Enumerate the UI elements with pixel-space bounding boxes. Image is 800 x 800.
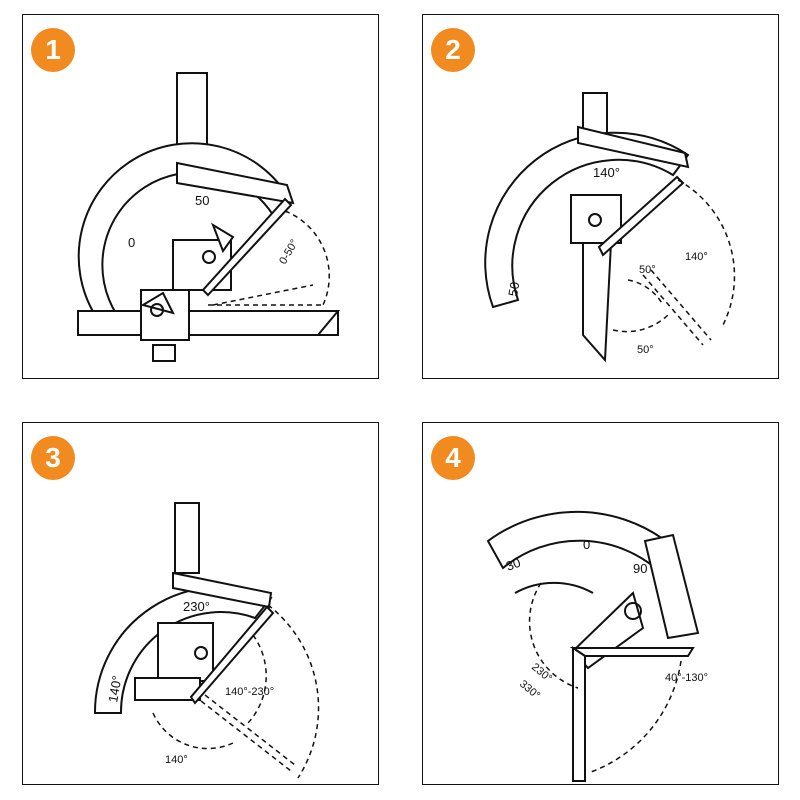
scale-label-140: 140° (593, 165, 620, 180)
scale-label-50: 50 (195, 193, 209, 208)
angle-range-label: 140°-230° (225, 686, 274, 698)
step-badge: 1 (31, 28, 75, 72)
protractor-230-330-diagram: 30 0 90 230° 330° 40°-130° (486, 510, 708, 782)
scale-label-230: 230° (183, 599, 210, 614)
scale-label-30: 30 (504, 555, 523, 574)
angle-label-50-inner: 50° (639, 264, 656, 276)
scale-label-0: 0 (583, 537, 590, 552)
step-4-panel: 4 30 0 90 230° 330° 40°-130° (422, 422, 779, 785)
scale-label-90: 90 (633, 561, 647, 576)
scale-label-50: 50 (505, 281, 522, 298)
angle-label-140: 140° (165, 754, 188, 766)
step-2-panel: 2 140° 50 50° 140° 50° (422, 14, 779, 379)
angle-label-140: 140° (685, 251, 708, 263)
angle-label-330: 330° (517, 678, 542, 702)
step-badge: 3 (31, 436, 75, 480)
step-badge: 4 (431, 436, 475, 480)
protractor-140-230-diagram: 230° 140° 140°-230° 140° (93, 502, 320, 779)
step-3-panel: 3 230° 140° 140°-230° 140° (22, 422, 379, 785)
angle-label-50-lower: 50° (637, 344, 654, 356)
protractor-0-50-diagram: 0 50 0-50° (77, 72, 341, 362)
scale-label-0: 0 (128, 235, 135, 250)
angle-label-230: 230° (529, 661, 554, 685)
protractor-50-140-diagram: 140° 50 50° 140° 50° (484, 92, 736, 363)
angle-range-label: 0-50° (277, 238, 301, 267)
angle-range-label: 40°-130° (665, 672, 708, 684)
step-badge: 2 (431, 28, 475, 72)
scale-label-140: 140° (105, 674, 124, 703)
step-1-panel: 1 0 50 0-50° (22, 14, 379, 379)
